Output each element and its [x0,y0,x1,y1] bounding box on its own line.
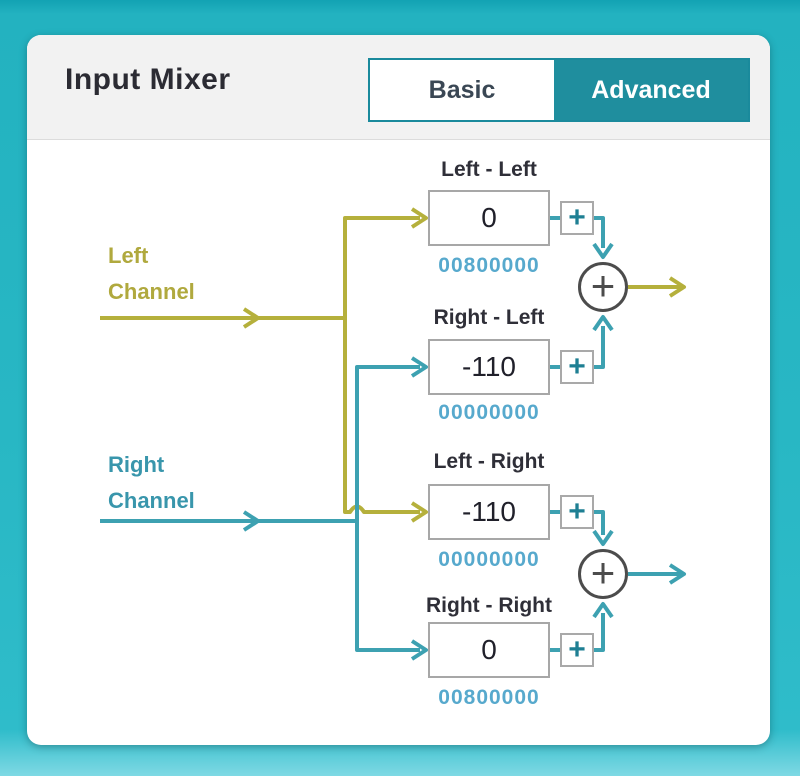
panel-header: Input Mixer Basic Advanced [27,35,770,140]
add-gain-button-right-left[interactable]: + [560,350,594,384]
arrow-right-icon [242,510,260,532]
block-label-right-right: Right - Right [426,594,552,617]
tab-basic[interactable]: Basic [370,60,554,120]
sum-connector-wires [550,216,686,652]
sum-junction-left-output: + [578,262,628,312]
arrow-right-icon [242,307,260,329]
arrow-down-icon [592,242,614,259]
page-title: Input Mixer [65,63,231,96]
gain-value-input-right-left[interactable] [428,339,550,395]
tab-advanced[interactable]: Advanced [554,60,748,120]
gain-value-input-right-right[interactable] [428,622,550,678]
mode-toggle: Basic Advanced [368,58,750,122]
hex-value-left-right: 00000000 [438,548,540,571]
arrow-up-icon [592,315,614,332]
gain-value-input-left-right[interactable] [428,484,550,540]
input-mixer-panel: Input Mixer Basic Advanced [27,35,770,745]
arrow-down-icon [592,529,614,546]
add-gain-button-left-right[interactable]: + [560,495,594,529]
hex-value-left-left: 00800000 [438,254,540,277]
arrow-right-icon [410,501,428,523]
hex-value-right-right: 00800000 [438,686,540,709]
arrow-right-icon [410,207,428,229]
left-channel-label: Left Channel [108,243,195,304]
arrow-right-icon [410,356,428,378]
right-channel-wire [100,356,428,661]
right-channel-label: Right Channel [108,452,195,513]
add-gain-button-right-right[interactable]: + [560,633,594,667]
block-label-right-left: Right - Left [433,306,545,329]
arrow-right-icon [668,276,686,298]
block-label-left-left: Left - Left [441,158,537,181]
sum-junction-right-output: + [578,549,628,599]
hex-value-right-left: 00000000 [438,401,540,424]
add-gain-button-left-left[interactable]: + [560,201,594,235]
block-label-left-right: Left - Right [433,450,545,473]
arrow-up-icon [592,602,614,619]
arrow-right-icon [668,563,686,585]
arrow-right-icon [410,639,428,661]
gain-value-input-left-left[interactable] [428,190,550,246]
